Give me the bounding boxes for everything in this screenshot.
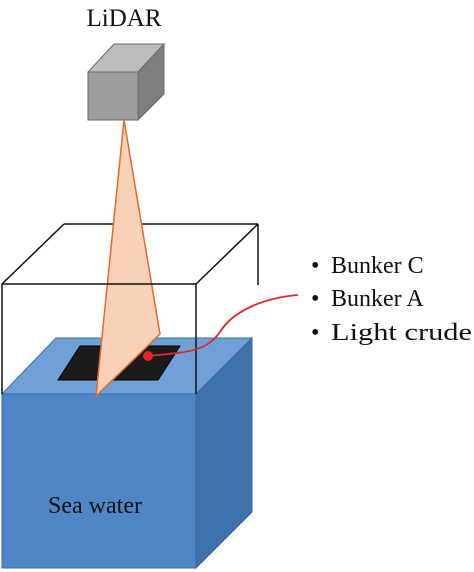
oil-pointer (143, 294, 299, 361)
oil-type-bullet: • (311, 320, 319, 346)
water-front-face (1, 393, 197, 569)
tank-back-outline (1, 223, 259, 285)
sea-water-label: Sea water (48, 493, 142, 519)
sea-water-body (0, 336, 254, 570)
oil-type-item-bunker-a: Bunker A (331, 286, 424, 312)
lidar-sensor-icon (86, 42, 166, 122)
lidar-box-front (87, 71, 139, 121)
pointer-dot (143, 351, 153, 361)
oil-type-item-light-crude: Light crude (331, 320, 472, 346)
tank-front-outline (1, 283, 197, 394)
oil-type-item-bunker-c: Bunker C (331, 253, 424, 279)
oil-type-bullet: • (311, 286, 319, 312)
lidar-label: LiDAR (87, 5, 162, 32)
lidar-beam (95, 119, 161, 398)
oil-type-list: • Bunker C • Bunker A • Light crude (311, 253, 472, 346)
oil-type-bullet: • (311, 253, 319, 279)
pointer-line (147, 294, 299, 357)
